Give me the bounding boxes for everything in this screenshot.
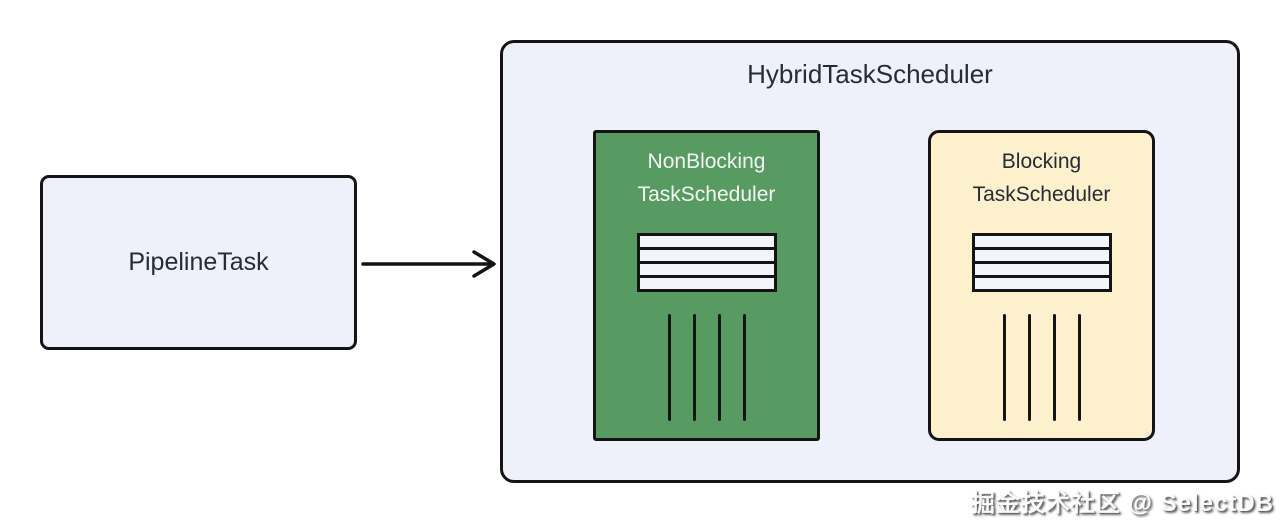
task-queue-icon	[636, 233, 777, 292]
watermark: 掘金技术社区 @ SelectDB	[970, 490, 1274, 517]
hybrid-task-scheduler-container: HybridTaskScheduler NonBlocking TaskSche…	[500, 40, 1240, 483]
nonblocking-task-scheduler-label: NonBlocking TaskScheduler	[637, 150, 776, 206]
blocking-task-scheduler-node: Blocking TaskScheduler	[928, 130, 1155, 441]
pipeline-task-node: PipelineTask	[40, 175, 357, 350]
task-lines-icon	[667, 314, 746, 421]
nonblocking-task-scheduler-node: NonBlocking TaskScheduler	[593, 130, 820, 441]
flow-arrow-icon	[361, 250, 496, 278]
blocking-task-scheduler-label: Blocking TaskScheduler	[972, 150, 1111, 206]
pipeline-task-label: PipelineTask	[128, 248, 269, 276]
hybrid-task-scheduler-title: HybridTaskScheduler	[747, 59, 993, 89]
task-lines-icon	[1002, 314, 1081, 421]
task-queue-icon	[971, 233, 1112, 292]
